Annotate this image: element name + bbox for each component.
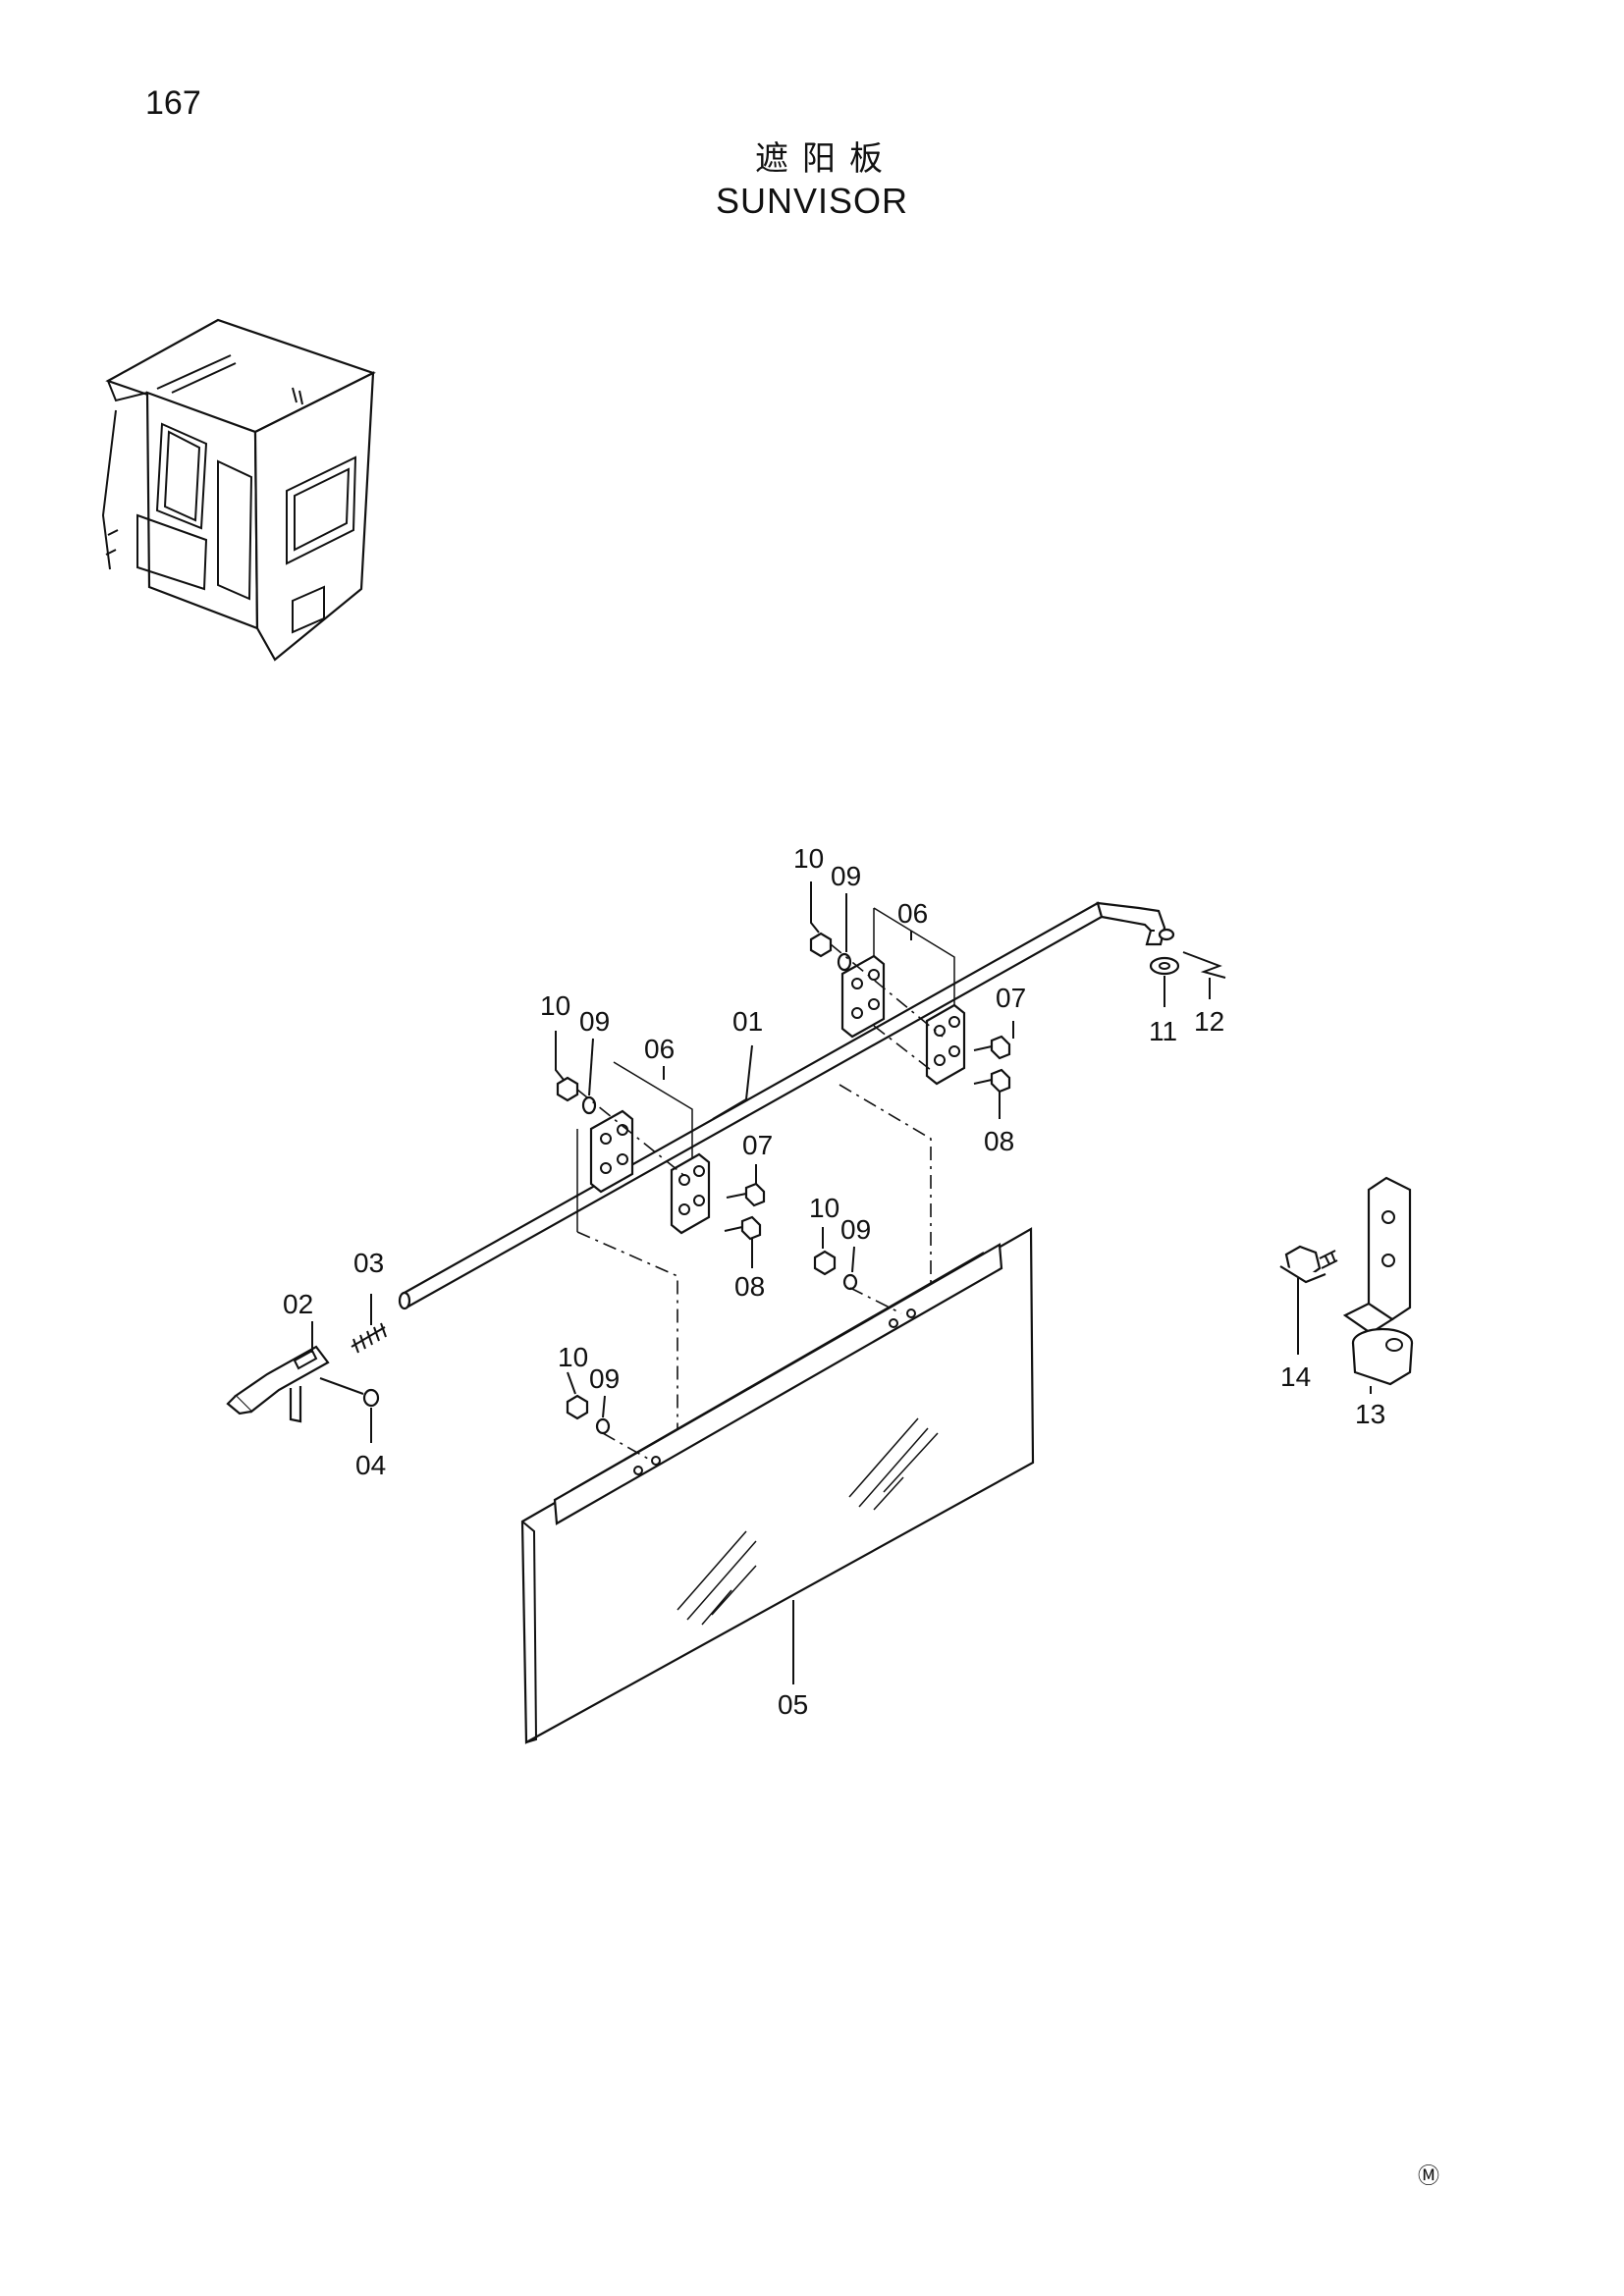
- callout-10-middle: 10: [540, 990, 570, 1021]
- callout-09-upper: 09: [831, 861, 861, 891]
- callout-03: 03: [353, 1248, 384, 1278]
- hinge-assembly-upper: [809, 907, 1011, 1306]
- lock-pin-group: [226, 1322, 387, 1423]
- callout-10-upper: 10: [793, 843, 824, 874]
- page-number: 167: [145, 84, 201, 122]
- callout-10-lower: 10: [809, 1193, 839, 1223]
- callout-09-middle: 09: [579, 1006, 610, 1037]
- sunvisor-panel-part-05: [520, 1227, 1035, 1744]
- corner-m-mark: Ⓜ: [1418, 2164, 1439, 2189]
- cab-locator-illustration: [101, 318, 376, 662]
- callout-labels: 10 09 06 07 08 11 12 10 09 06 01 07 08 1…: [283, 843, 1385, 1720]
- bolt-part-14: [1279, 1245, 1338, 1284]
- callout-07-middle: 07: [742, 1130, 773, 1160]
- pin-part-12: [1182, 951, 1226, 979]
- callout-01: 01: [732, 1006, 763, 1037]
- callout-09-lower: 09: [840, 1214, 871, 1245]
- callout-07-upper: 07: [996, 983, 1026, 1013]
- callout-02: 02: [283, 1289, 313, 1319]
- bracket-part-13: [1342, 1176, 1414, 1386]
- callout-13: 13: [1355, 1399, 1385, 1429]
- callout-04: 04: [355, 1450, 386, 1480]
- page-title-english: SUNVISOR: [715, 181, 909, 221]
- callout-10-panel: 10: [558, 1342, 588, 1372]
- rod-part-01: [398, 901, 1175, 1310]
- hinge-assembly-middle: [556, 1061, 766, 1472]
- callout-06-middle: 06: [644, 1034, 675, 1064]
- page-title-chinese: 遮阳板: [755, 139, 896, 179]
- callout-11: 11: [1149, 1016, 1177, 1046]
- callout-14: 14: [1280, 1362, 1311, 1392]
- callout-12: 12: [1194, 1006, 1224, 1037]
- callout-06-upper: 06: [897, 898, 928, 929]
- callout-08-middle: 08: [734, 1271, 765, 1302]
- washer-part-11: [1149, 956, 1180, 976]
- leader-lines: [311, 881, 1372, 1684]
- callout-08-upper: 08: [984, 1126, 1014, 1156]
- callout-05: 05: [778, 1689, 808, 1720]
- callout-09-panel: 09: [589, 1363, 620, 1394]
